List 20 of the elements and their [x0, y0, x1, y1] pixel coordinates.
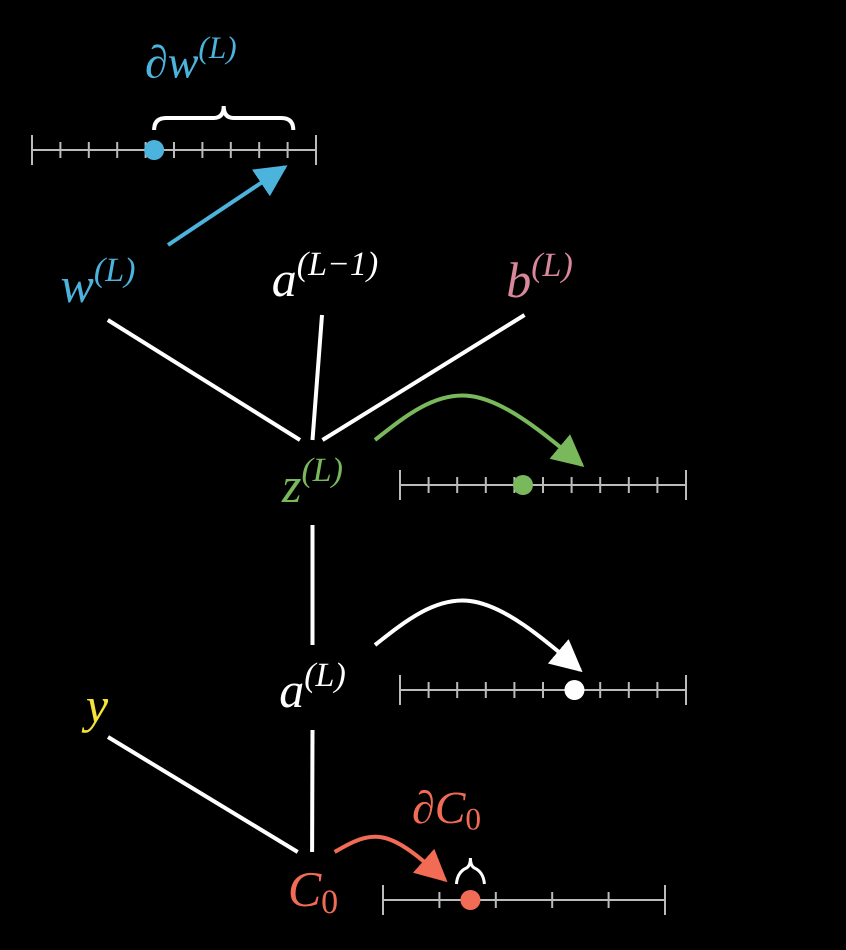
curved-arrow — [334, 834, 448, 882]
connector-line — [310, 730, 314, 852]
connector-line — [310, 314, 324, 440]
math-label: ∂C$_{0}$ — [412, 785, 482, 835]
number-line — [30, 135, 318, 167]
math-variable: b$^{(L)}$ — [482, 240, 597, 315]
curved-arrow — [374, 394, 584, 468]
math-variable: C$_{0}$ — [268, 852, 358, 932]
math-variable: a$^{(L−1)}$ — [225, 238, 425, 315]
arrow — [166, 165, 288, 247]
math-variable: y — [72, 672, 122, 737]
curved-arrow — [374, 598, 583, 672]
math-variable: z$^{(L)}$ — [250, 440, 375, 525]
math-label: ∂w$^{(L)}$ — [145, 32, 237, 86]
connector-line — [106, 318, 302, 442]
connector-line — [106, 735, 299, 854]
connector-line — [310, 525, 314, 645]
connector-line — [321, 313, 526, 442]
math-variable: a$^{(L)}$ — [250, 645, 375, 730]
math-variable: w$^{(L)}$ — [28, 245, 168, 320]
